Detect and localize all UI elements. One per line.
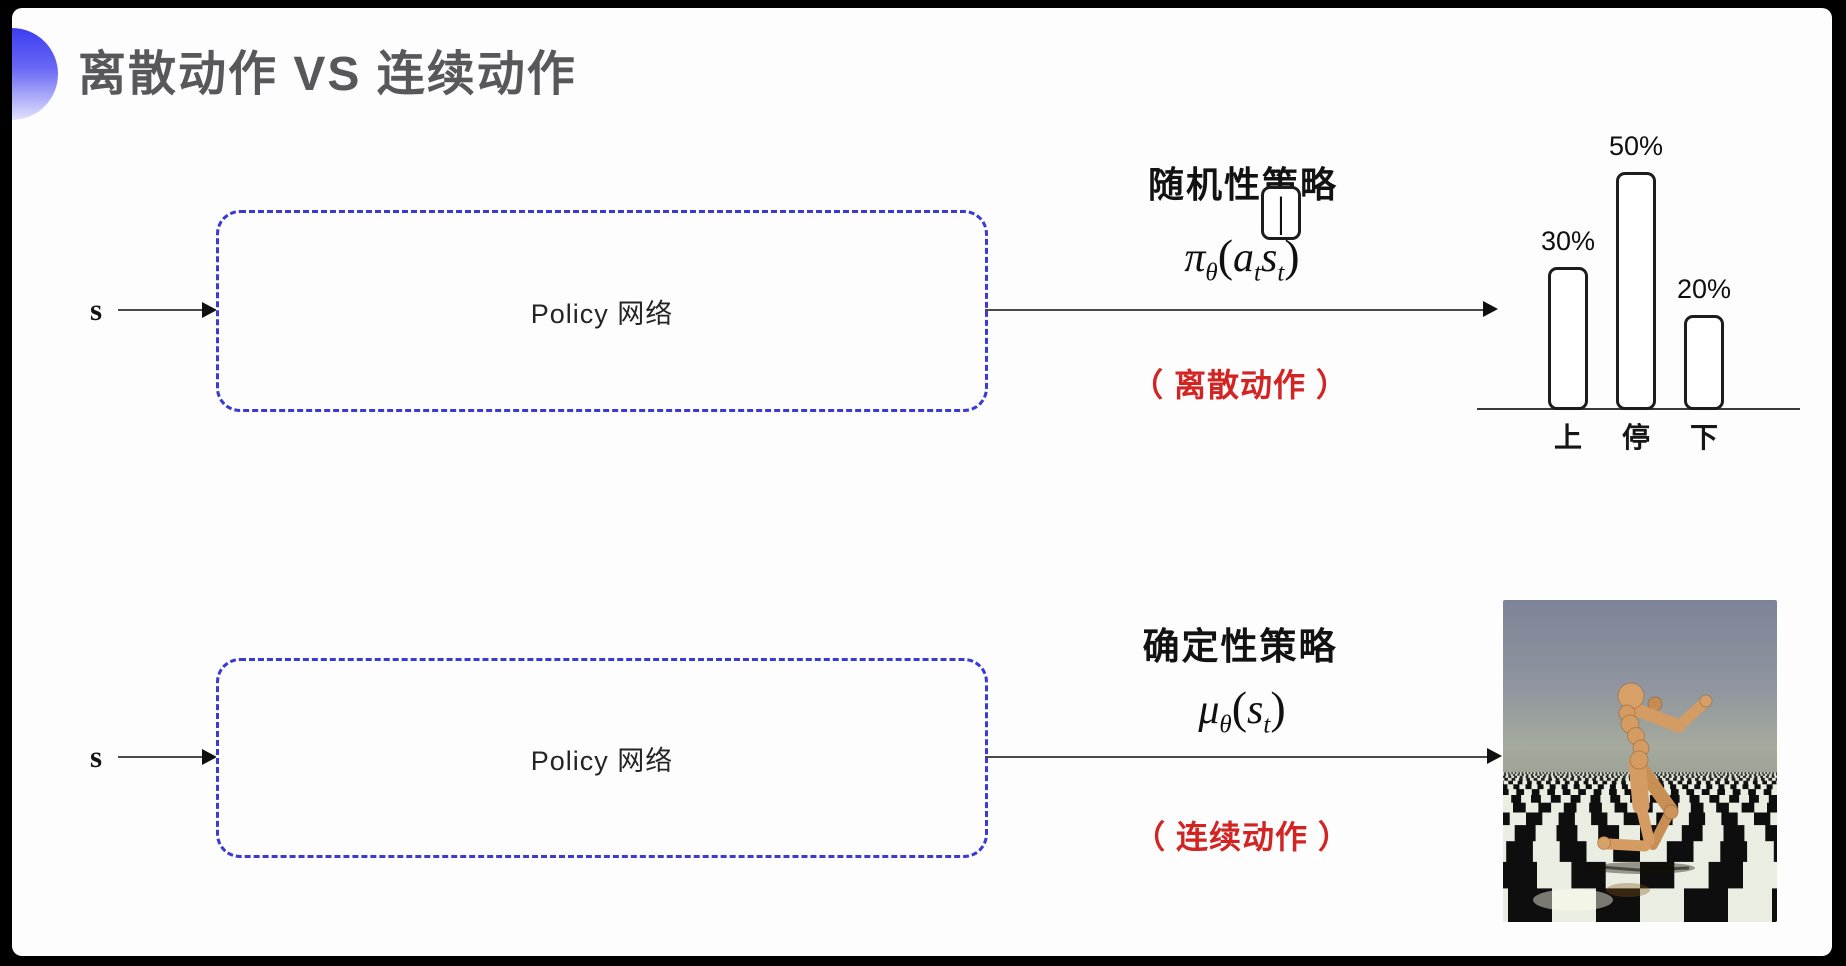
arrow-right-icon (202, 749, 217, 765)
floor-glare (1533, 889, 1613, 911)
mujoco-humanoid-image (1503, 600, 1777, 922)
reflection-streak (1587, 864, 1690, 872)
chart-bar (1684, 315, 1724, 410)
arrow-right-icon (1483, 301, 1498, 317)
slide-title: 离散动作 VS 连续动作 (78, 48, 577, 101)
bar-value-label: 20% (1676, 274, 1732, 304)
arrow-line (985, 756, 1488, 758)
state-input-label-bottom: s (89, 739, 103, 774)
bar-category-label: 停 (1621, 422, 1650, 453)
state-input-label-top: s (89, 292, 103, 327)
arrow-right-icon (202, 302, 217, 318)
arrow-right-icon (1487, 748, 1502, 764)
arrow-line (118, 309, 204, 311)
bar-value-label: 50% (1608, 131, 1664, 161)
humanoid-figure (1597, 682, 1713, 852)
arrow-line (985, 309, 1485, 311)
slide: 离散动作 VS 连续动作 s Policy 网络 随机性策略 πθ(at|st)… (12, 8, 1832, 956)
chart-bar (1616, 172, 1656, 410)
policy-network-box-bottom: Policy 网络 (216, 658, 988, 858)
discrete-action-note: （ 离散动作 ） (1131, 367, 1349, 403)
humanoid-scene (1503, 600, 1777, 922)
accent-circle-decoration (12, 28, 58, 120)
deterministic-policy-formula: μθ(st) (1198, 681, 1286, 739)
policy-network-box-top: Policy 网络 (216, 210, 988, 412)
bar-category-label: 上 (1553, 422, 1582, 453)
figure-shadow (1591, 862, 1695, 874)
warm-reflection (1606, 883, 1650, 897)
arrow-line (118, 756, 204, 758)
sky (1503, 600, 1777, 752)
continuous-action-note: （ 连续动作 ） (1133, 819, 1351, 855)
bar-value-label: 30% (1540, 226, 1596, 256)
bar-category-label: 下 (1689, 422, 1718, 453)
policy-network-label: Policy 网络 (530, 298, 674, 329)
stochastic-policy-title: 随机性策略 (1147, 164, 1338, 205)
policy-network-label: Policy 网络 (530, 745, 674, 776)
action-probability-bar-chart: 30% 上 50% 停 20% 下 (1477, 100, 1800, 460)
stochastic-policy-formula: πθ(at|st) (1042, 186, 1442, 290)
chart-bar (1548, 267, 1588, 410)
deterministic-policy-title: 确定性策略 (1142, 626, 1338, 667)
